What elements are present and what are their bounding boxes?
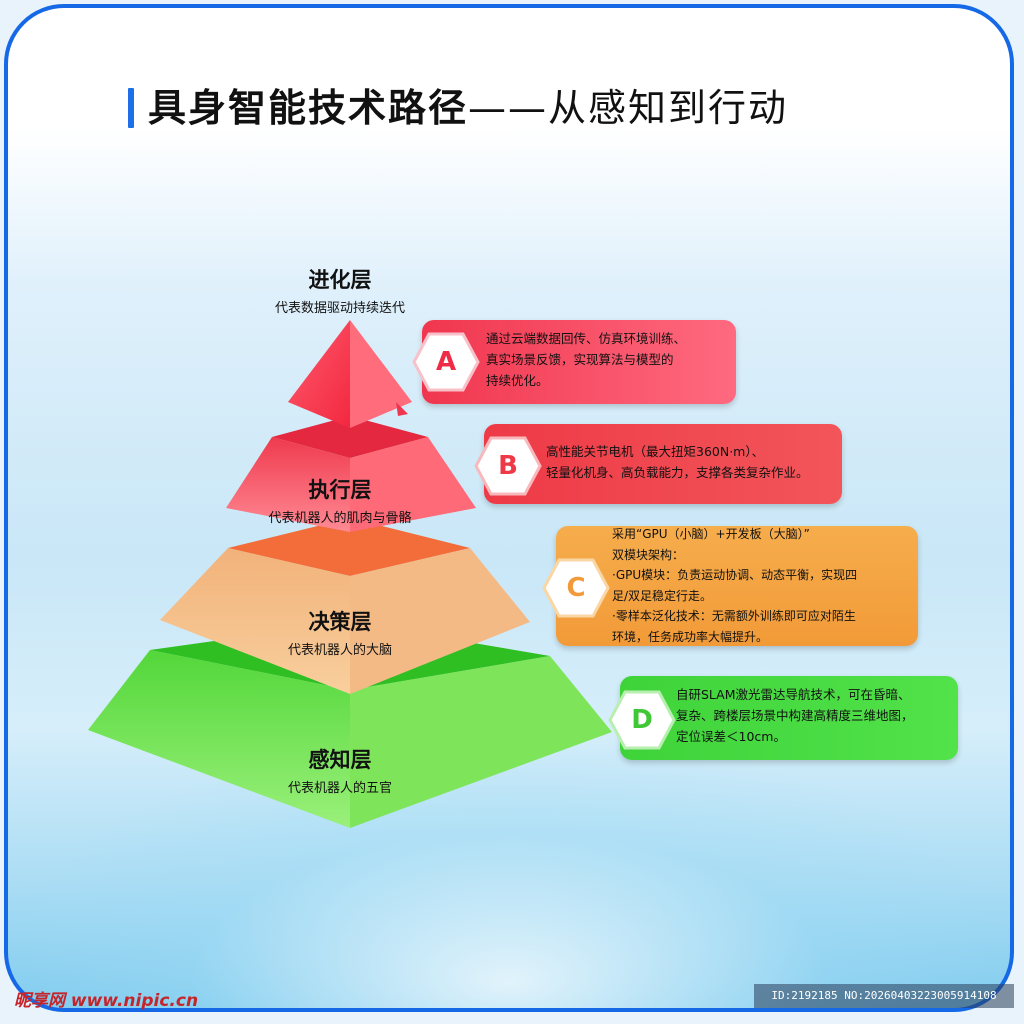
layer-desc: 代表机器人的五官 [287, 781, 392, 796]
layer-desc: 代表机器人的大脑 [287, 643, 392, 658]
badge-a-icon: A [412, 332, 480, 392]
layer-name: 执行层 [308, 478, 372, 502]
image-id-strip: ID:2192185 NO:20260403223005914108 [754, 984, 1014, 1008]
site-watermark: 昵享网 www.nipic.cn [14, 991, 199, 1011]
badge-c-letter: C [566, 573, 586, 603]
poster-frame [4, 4, 1014, 1012]
card-a-text: 通过云端数据回传、仿真环境训练、 真实场景反馈，实现算法与模型的 持续优化。 [486, 331, 687, 388]
card-b-text: 高性能关节电机（最大扭矩360N·m）、 轻量化机身、高负载能力，支撑各类复杂作… [546, 444, 809, 480]
pyramid-layer-execution [226, 416, 476, 532]
layer-label-execution: 执行层 代表机器人的肌肉与骨骼 [230, 474, 450, 526]
layer-label-perception: 感知层 代表机器人的五官 [230, 744, 450, 796]
card-d-text: 自研SLAM激光雷达导航技术，可在昏暗、 复杂、跨楼层场景中构建高精度三维地图，… [676, 687, 914, 744]
badge-c-icon: C [542, 558, 610, 618]
layer-desc: 代表机器人的肌肉与骨骼 [268, 511, 412, 526]
layer-label-evolution: 进化层 代表数据驱动持续迭代 [230, 264, 450, 316]
card-d: 自研SLAM激光雷达导航技术，可在昏暗、 复杂、跨楼层场景中构建高精度三维地图，… [620, 676, 958, 760]
layer-desc: 代表数据驱动持续迭代 [274, 301, 405, 316]
background-glow [8, 748, 1010, 1008]
card-c: 采用“GPU（小脑）+开发板（大脑）” 双模块架构： ·GPU模块：负责运动协调… [556, 526, 918, 646]
title-accent-bar [128, 88, 134, 128]
title-sub: ——从感知到行动 [468, 86, 789, 130]
badge-b-letter: B [498, 451, 518, 481]
card-c-text: 采用“GPU（小脑）+开发板（大脑）” 双模块架构： ·GPU模块：负责运动协调… [612, 527, 858, 644]
pyramid-layer-evolution [288, 320, 412, 428]
pyramid-layer-decision [160, 518, 530, 694]
title-main: 具身智能技术路径 [148, 86, 469, 130]
layer-name: 感知层 [308, 748, 372, 772]
layer-label-decision: 决策层 代表机器人的大脑 [230, 606, 450, 658]
badge-d-icon: D [608, 690, 676, 750]
badge-a-letter: A [435, 347, 457, 377]
badge-d-letter: D [631, 705, 653, 735]
layer-name: 进化层 [308, 268, 372, 292]
layer-name: 决策层 [308, 610, 372, 634]
card-b: 高性能关节电机（最大扭矩360N·m）、 轻量化机身、高负载能力，支撑各类复杂作… [484, 424, 842, 504]
badge-b-icon: B [474, 436, 542, 496]
page-title: 具身智能技术路径——从感知到行动 [148, 84, 788, 132]
